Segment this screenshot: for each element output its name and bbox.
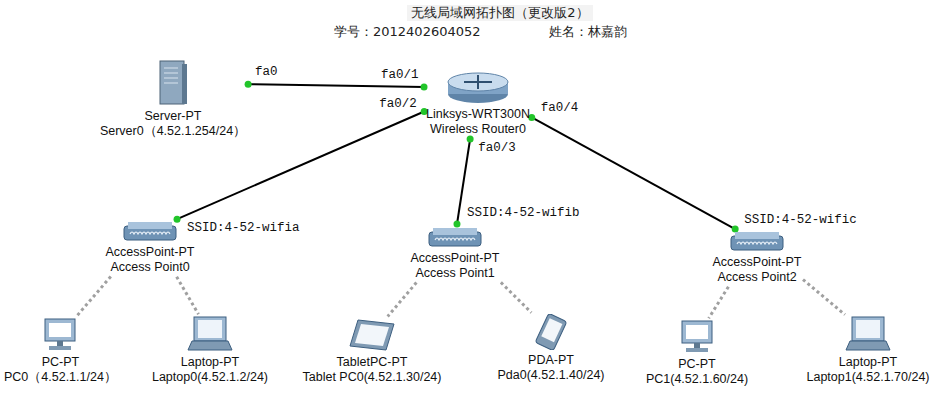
port-light xyxy=(467,135,474,142)
device-icon xyxy=(845,316,891,352)
device-icon xyxy=(122,220,178,242)
network-device: PC-PTPC0（4.52.1.1/24） xyxy=(4,318,117,385)
laptop-icon xyxy=(188,317,232,350)
device-icon xyxy=(187,316,233,352)
port-name: fa0/1 xyxy=(380,68,420,82)
network-device: Linksys-WRT300NWireless Router0 xyxy=(426,72,530,137)
network-device: Laptop-PTLaptop1(4.52.1.70/24) xyxy=(806,316,929,385)
network-device: AccessPoint-PTAccess Point0 xyxy=(106,220,195,275)
ssid-label: SSID:4-52-wifib xyxy=(466,206,581,220)
wireless-link xyxy=(803,280,845,315)
device-name: Access Point2 xyxy=(717,270,796,285)
router-icon xyxy=(448,73,508,103)
ssid-label: SSID:4-52-wifia xyxy=(186,221,301,235)
pc-icon xyxy=(45,319,75,350)
laptop-icon xyxy=(846,317,890,350)
device-icon xyxy=(348,318,396,352)
network-device: AccessPoint-PTAccess Point2 xyxy=(713,230,802,285)
ssid-label: SSID:4-52-wific xyxy=(743,213,858,227)
device-icon xyxy=(535,314,567,350)
port-light xyxy=(245,81,252,88)
device-name: Access Point0 xyxy=(110,260,189,275)
port-light xyxy=(421,84,428,91)
ap-icon xyxy=(731,232,783,250)
network-device: Server-PTServer0（4.52.1.254/24） xyxy=(100,60,246,139)
device-icon xyxy=(427,226,483,248)
device-type: AccessPoint-PT xyxy=(106,245,195,260)
device-type: AccessPoint-PT xyxy=(713,255,802,270)
network-device: Laptop-PTLaptop0(4.52.1.2/24) xyxy=(152,316,268,385)
wireless-link xyxy=(709,287,729,319)
device-icon xyxy=(446,72,510,104)
device-name: PC0（4.52.1.1/24） xyxy=(4,370,117,385)
port-light xyxy=(174,216,181,223)
device-type: Laptop-PT xyxy=(181,355,239,370)
author-info: 学号：2012402604052 xyxy=(330,24,485,40)
server-icon xyxy=(160,61,187,104)
device-icon xyxy=(157,60,189,106)
device-type: Server-PT xyxy=(145,109,202,124)
device-icon xyxy=(678,320,716,354)
device-type: Laptop-PT xyxy=(839,355,897,370)
port-name: fa0/3 xyxy=(477,141,517,155)
device-name: Access Point1 xyxy=(415,266,494,281)
device-type: PC-PT xyxy=(42,355,80,370)
device-type: PDA-PT xyxy=(528,353,574,368)
wireless-link xyxy=(76,277,110,317)
device-name: Wireless Router0 xyxy=(430,122,526,137)
device-name: Laptop0(4.52.1.2/24) xyxy=(152,370,268,385)
wireless-link xyxy=(501,282,532,312)
device-name: Tablet PC0(4.52.1.30/24) xyxy=(303,370,442,385)
author-info: 姓名：林嘉韵 xyxy=(545,24,631,40)
device-type: Linksys-WRT300N xyxy=(426,107,530,122)
diagram-title: 无线局域网拓扑图（更改版2） xyxy=(407,5,592,21)
device-icon xyxy=(729,230,785,252)
pda-icon xyxy=(535,314,567,350)
device-type: TabletPC-PT xyxy=(337,355,408,370)
network-device: PC-PTPC1(4.52.1.60/24) xyxy=(646,320,748,387)
port-name: fa0/2 xyxy=(378,97,418,111)
device-name: Server0（4.52.1.254/24） xyxy=(100,124,246,139)
device-type: PC-PT xyxy=(678,357,716,372)
device-name: Laptop1(4.52.1.70/24) xyxy=(806,370,929,385)
wireless-link xyxy=(177,277,199,315)
port-name: fa0/4 xyxy=(540,101,580,115)
port-light xyxy=(453,221,460,228)
device-name: PC1(4.52.1.60/24) xyxy=(646,372,748,387)
device-icon xyxy=(41,318,79,352)
pc-icon xyxy=(682,321,712,352)
port-light xyxy=(732,226,739,233)
tablet-icon xyxy=(350,320,394,350)
port-name: fa0 xyxy=(254,65,279,79)
ap-icon xyxy=(429,228,481,246)
network-device: PDA-PTPda0(4.52.1.40/24) xyxy=(497,314,604,383)
network-device: AccessPoint-PTAccess Point1 xyxy=(411,226,500,281)
ap-icon xyxy=(124,222,176,240)
ethernet-cable xyxy=(248,84,424,87)
network-device: TabletPC-PTTablet PC0(4.52.1.30/24) xyxy=(303,318,442,385)
device-type: AccessPoint-PT xyxy=(411,251,500,266)
device-name: Pda0(4.52.1.40/24) xyxy=(497,368,604,383)
wireless-link xyxy=(388,283,417,317)
